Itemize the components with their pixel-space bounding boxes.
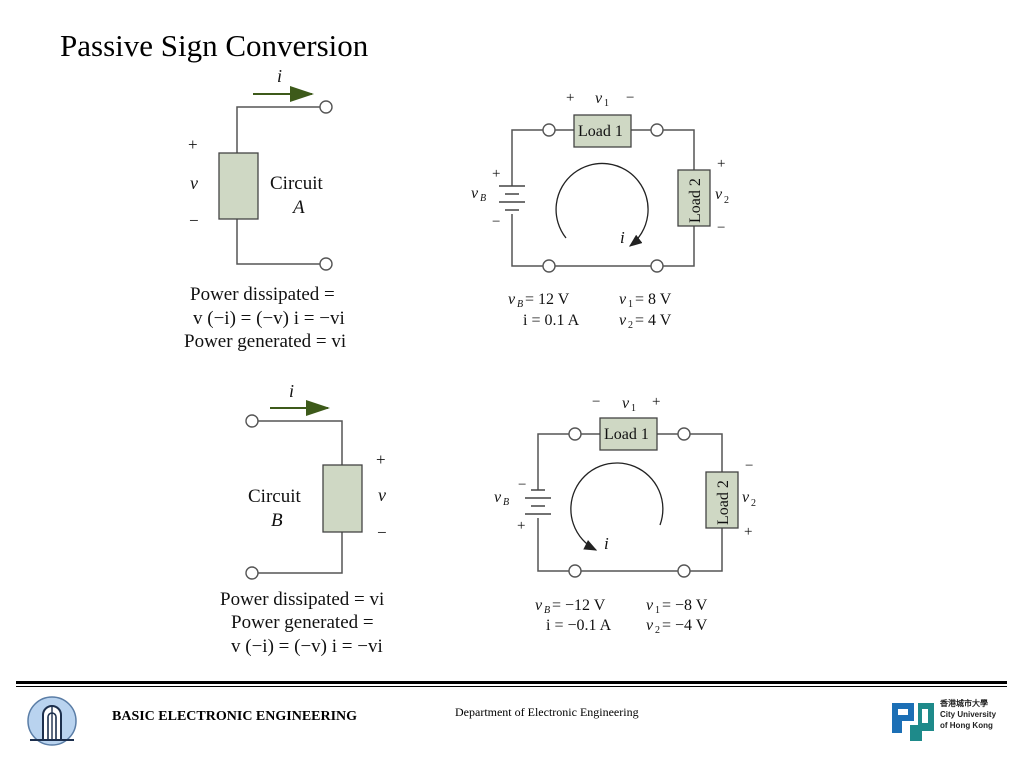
v2-label: v [715,186,723,203]
loop-current-label: i [620,228,625,247]
v1-minus: − [626,90,634,106]
i-value: i = 0.1 A [523,312,580,329]
footer-divider [16,681,1007,684]
v2-value-label: v [646,617,654,634]
current-label: i [289,381,294,401]
terminal-bottom [245,566,259,580]
v1-value-label: v [619,291,627,308]
svg-text:2: 2 [655,625,660,636]
battery-icon [499,185,525,211]
caption-line-1: Power dissipated = vi [220,589,384,610]
vb-value-label: v [535,597,543,614]
vb-label: v [494,489,502,506]
v2-sub: 2 [724,195,729,206]
v1-sub: 1 [631,403,636,414]
minus-sign: − [189,211,199,230]
vb-plus: + [492,166,500,182]
plus-sign: + [376,450,386,469]
vb-label: v [471,185,479,202]
svg-text:B: B [517,299,523,310]
footer-course-title: BASIC ELECTRONIC ENGINEERING [112,709,358,724]
current-label: i [277,66,282,86]
v1-plus: + [652,394,660,410]
svg-text:B: B [544,605,550,616]
v2-minus: − [717,220,725,236]
circuit-label: Circuit [248,486,301,507]
vb-minus: − [492,214,500,230]
caption-line-2: Power generated = [231,612,374,633]
load-2-box [677,169,711,227]
vb-sub: B [503,497,509,508]
v1-label: v [622,395,630,412]
v2-minus: − [745,458,753,474]
vb-value: = −12 V [552,597,606,614]
battery-icon [525,489,551,515]
v1-plus: + [566,90,574,106]
terminal-top [319,100,333,114]
current-loop-arrow [570,462,664,551]
minus-sign: − [377,523,387,542]
circuit-a-box [218,152,259,220]
svg-text:1: 1 [628,299,633,310]
v2-value: = 4 V [635,312,672,329]
current-loop-arrow [555,162,649,247]
circuit-b-diagram: i + v − Circuit B Power dissipated = vi … [220,381,387,657]
v1-value: = 8 V [635,291,672,308]
vb-minus: − [518,477,526,493]
vb-sub: B [480,193,486,204]
v2-sub: 2 [751,498,756,509]
cityu-chinese-name: 香港城市大學 [940,699,988,708]
voltage-label: v [190,173,198,193]
caption-line-3: v (−i) = (−v) i = −vi [231,636,383,657]
voltage-label: v [378,485,386,505]
terminal-bottom [319,257,333,271]
v2-value-label: v [619,312,627,329]
circuit-label: Circuit [270,173,323,194]
caption-line-3: Power generated = vi [184,331,346,352]
terminal-top [245,414,259,428]
v2-label: v [742,489,750,506]
vb-value: = 12 V [525,291,570,308]
v2-value: = −4 V [662,617,708,634]
v1-value-label: v [646,597,654,614]
footer-divider-thin [16,686,1007,687]
circuit-letter: A [291,197,305,218]
v1-value: = −8 V [662,597,708,614]
load-1-box [599,417,658,451]
svg-text:2: 2 [628,320,633,331]
v1-minus: − [592,394,600,410]
cityu-name-line-1: City University [940,710,997,719]
load-1-label: Load 1 [604,426,649,443]
cityu-name-line-2: of Hong Kong [940,721,993,730]
v2-plus: + [744,524,752,540]
v1-sub: 1 [604,98,609,109]
v2-plus: + [717,156,725,172]
cityu-logo-icon [892,703,934,741]
series-circuit-bottom: − v 1 + Load 1 Load 2 − v B + − v 2 + [494,394,756,636]
series-circuit-top: + v 1 − Load 1 Load 2 + v B − + v 2 − [471,90,729,331]
circuit-letter: B [271,510,283,531]
i-value: i = −0.1 A [546,617,612,634]
svg-text:1: 1 [655,605,660,616]
load-1-box [573,114,632,148]
load-2-label: Load 2 [715,480,732,525]
cityu-name: 香港城市大學 City University of Hong Kong [940,698,996,731]
load-2-label: Load 2 [687,178,704,223]
load-1-label: Load 1 [578,123,623,140]
v1-label: v [595,90,603,107]
diagram-canvas: i + v − Circuit A Power dissipated = v (… [184,66,756,657]
department-crest-icon [27,696,77,746]
vb-value-label: v [508,291,516,308]
plus-sign: + [188,135,198,154]
footer-department: Department of Electronic Engineering [455,705,639,719]
loop-current-label: i [604,534,609,553]
caption-line-2: v (−i) = (−v) i = −vi [193,308,345,329]
slide-title: Passive Sign Conversion [60,28,369,63]
circuit-b-box [322,464,363,533]
load-2-box [705,471,739,529]
vb-plus: + [517,518,525,534]
circuit-a-diagram: i + v − Circuit A Power dissipated = v (… [184,66,346,352]
caption-line-1: Power dissipated = [190,284,335,305]
